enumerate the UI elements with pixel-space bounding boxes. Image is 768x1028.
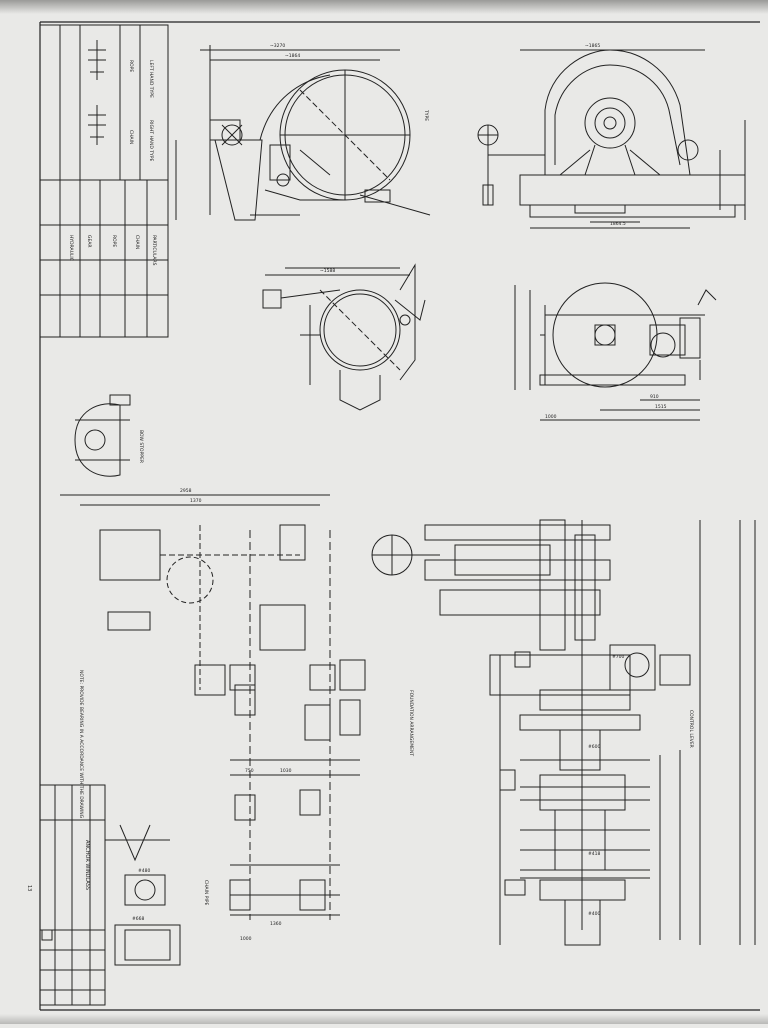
windlass-side-view <box>514 282 717 421</box>
dim-14: #600 <box>588 744 600 750</box>
shaft-text: #600 #400 #418 #700 CONTROL LEVER <box>588 654 694 917</box>
shaft-arrangement-view <box>371 519 756 946</box>
dim-10: 1000 <box>545 414 557 420</box>
bottom-details-view <box>105 824 181 966</box>
table-row-particulars: PARTICULARS <box>151 235 157 266</box>
dim-9: 910 <box>650 394 659 400</box>
drawing-title: ANCHOR WINDLASS <box>84 840 90 890</box>
table-row-hydraulic: HYDRAULIC <box>68 235 74 261</box>
dim-2: ~1864 <box>285 53 300 59</box>
bow-stopper-view <box>74 394 131 477</box>
foundation-text: 2958 1370 1030 750 1360 FOUNDATION ARRAN… <box>78 488 414 927</box>
dim-3: ~1865 <box>585 43 600 49</box>
bow-stopper-label: BOW STOPPER <box>138 430 144 463</box>
table-row-chain: CHAIN <box>134 235 140 249</box>
dim-15: #400 <box>588 911 600 917</box>
table-row-gear: GEAR <box>86 235 92 248</box>
scan-shadow-bottom <box>0 1014 768 1024</box>
scan-shadow-top <box>0 0 768 14</box>
dim-18: #668 <box>132 916 144 922</box>
brake-detail-view <box>262 263 426 411</box>
dim-20: 1000 <box>240 936 252 942</box>
dim-8: 1864.5 <box>610 221 626 227</box>
dim-11: 1030 <box>280 768 292 774</box>
dim-17: #700 <box>612 654 624 660</box>
brake-drum-view <box>175 45 431 221</box>
type-label: TYPE <box>423 109 429 121</box>
dim-19: #480 <box>138 868 150 874</box>
foundation-arrangement-view <box>60 494 366 920</box>
dim-6: 1370 <box>190 498 202 504</box>
chain-type-label: CHAIN <box>128 130 134 144</box>
bow-stopper-text: BOW STOPPER <box>138 430 144 463</box>
rope-type-label: ROPE <box>128 60 134 72</box>
elevation-view-text: ~1865 1864.5 <box>585 43 626 227</box>
particulars-table <box>39 24 169 338</box>
dim-13: 1360 <box>270 921 282 927</box>
windlass-elevation-view <box>477 49 746 229</box>
dim-16: #418 <box>588 851 600 857</box>
dim-4: ~1588 <box>320 268 335 274</box>
dim-12: 750 <box>245 768 254 774</box>
chain-pipe-label: CHAIN PIPE <box>203 880 209 905</box>
right-hand-type-label: RIGHT HAND TYPE <box>148 120 154 161</box>
foundation-label: FOUNDATION ARRANGEMENT <box>408 690 414 756</box>
brake-view-text: ~3270 ~1864 TYPE <box>270 43 429 121</box>
title-block <box>39 784 106 1006</box>
notes-text: NOTE: PROVIDE BEARING IN A ACCORDANCE WI… <box>78 670 84 819</box>
control-lever-label: CONTROL LEVER <box>688 710 694 748</box>
bottom-details-text: #668 #480 1000 <box>132 868 252 942</box>
side-view-text: 1515 910 1000 <box>545 394 667 420</box>
dim-7: 1515 <box>655 404 667 410</box>
table-row-rope: ROPE <box>111 235 117 247</box>
dim-5: 2958 <box>180 488 192 494</box>
dim-1: ~3270 <box>270 43 285 49</box>
sheet-number: 13 <box>26 885 32 891</box>
title-block-text: ANCHOR WINDLASS 13 <box>26 840 90 891</box>
table-text: PARTICULARS CHAIN ROPE GEAR HYDRAULIC CH… <box>68 60 157 266</box>
brake-detail-text: ~1588 <box>320 268 335 274</box>
left-hand-type-label: LEFT HAND TYPE <box>148 60 154 98</box>
